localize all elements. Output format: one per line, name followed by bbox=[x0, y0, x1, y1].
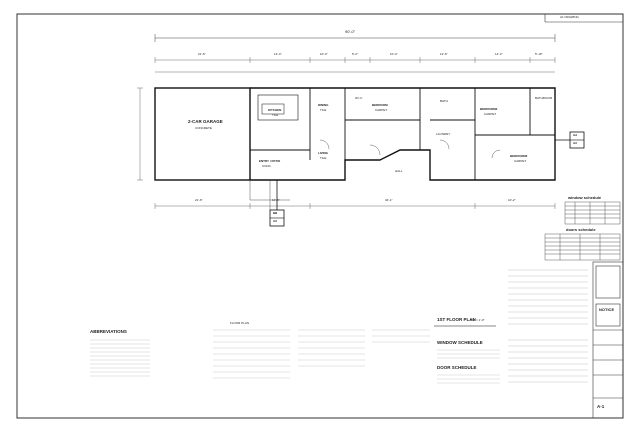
room-entry: ENTRY / PATIO bbox=[259, 159, 281, 163]
room-kitchen-floor: TILE bbox=[272, 113, 279, 117]
dim-top-1: 21'-6" bbox=[198, 52, 206, 56]
section-aa-bottom: A3 bbox=[573, 141, 577, 145]
door-swings bbox=[319, 139, 501, 159]
section-bb-bottom: A3 bbox=[273, 219, 277, 223]
room-laundry: LAUNDRY bbox=[436, 132, 451, 136]
dim-top-6: 12'-6" bbox=[440, 52, 448, 56]
room-living: LIVING bbox=[318, 151, 329, 155]
dim-top-7: 14'-4" bbox=[495, 52, 503, 56]
room-bedroom1-floor: CARPET bbox=[375, 108, 388, 112]
room-bedroom2: BEDROOM2 bbox=[480, 107, 498, 111]
room-bedroom3: BEDROOM3 bbox=[510, 154, 528, 158]
dim-bottom-3: 34'-1" bbox=[385, 198, 393, 202]
floor-plan-notes-lines bbox=[213, 329, 430, 379]
sheet-number: A-1 bbox=[597, 404, 605, 409]
dim-top-5: 10'-4" bbox=[390, 52, 398, 56]
room-hall: HALL bbox=[395, 169, 403, 173]
top-dimension-segments bbox=[154, 57, 556, 73]
room-bedroom1: BEDROOM bbox=[372, 103, 388, 107]
sheet-border bbox=[16, 13, 624, 419]
room-bathroom: BATHROOM bbox=[535, 96, 553, 100]
room-garage: 2-CAR GARAGE bbox=[188, 119, 223, 124]
dim-top-8: 5'-10" bbox=[535, 52, 543, 56]
abbreviations-lines bbox=[90, 339, 150, 377]
doors-schedule-table bbox=[544, 233, 621, 261]
dim-top-4: 5'-2" bbox=[352, 52, 358, 56]
room-living-floor: TILE bbox=[320, 156, 327, 160]
title-block bbox=[592, 261, 624, 419]
section-marker-aa bbox=[555, 131, 585, 149]
walkway bbox=[249, 180, 290, 210]
room-dining-floor: TILE bbox=[320, 108, 327, 112]
section-marker-bb bbox=[269, 180, 285, 227]
general-notes-lines bbox=[508, 269, 588, 383]
window-schedule-title: window schedule bbox=[568, 195, 602, 200]
dim-bottom-4: 10'-2" bbox=[508, 198, 516, 202]
section-aa-top: AA bbox=[573, 133, 578, 137]
floor-plan-small-label: FLOOR PLAN bbox=[230, 321, 250, 325]
overall-dimension: 90'-0" bbox=[345, 29, 356, 34]
room-bedroom3-floor: CARPET bbox=[514, 159, 527, 163]
room-entry-floor: CONC. bbox=[262, 164, 272, 168]
room-dining: DINING bbox=[318, 103, 329, 107]
window-schedule-heading: WINDOW SCHEDULE bbox=[437, 340, 483, 345]
floor-plan-scale: 1/4" = 1'-0" bbox=[470, 318, 485, 322]
room-kitchen: KITCHEN bbox=[268, 108, 282, 112]
abbreviations-heading: ABBREVIATIONS bbox=[90, 329, 127, 334]
door-schedule-heading: DOOR SCHEDULE bbox=[437, 365, 477, 370]
bottom-dimension-line bbox=[154, 203, 556, 209]
notice-label: NOTICE bbox=[599, 307, 615, 312]
room-bath: BATH bbox=[440, 99, 448, 103]
dim-top-2: 14'-4" bbox=[274, 52, 282, 56]
section-bb-top: BB bbox=[273, 211, 278, 215]
room-garage-floor: CONCRETE bbox=[195, 126, 212, 130]
left-dimension-line bbox=[137, 87, 143, 181]
window-schedule-table bbox=[564, 201, 621, 225]
dim-top-3: 10'-4" bbox=[320, 52, 328, 56]
room-closet: W.I.C. bbox=[355, 96, 364, 100]
floor-plan-title: 1ST FLOOR PLAN bbox=[437, 317, 476, 322]
overall-dimension-line bbox=[154, 34, 556, 42]
doors-schedule-title: doors schedule bbox=[566, 227, 596, 232]
dim-bottom-2: 14'-4" bbox=[272, 198, 280, 202]
room-bedroom2-floor: CARPET bbox=[484, 112, 497, 116]
dim-bottom-1: 21'-6" bbox=[195, 198, 203, 202]
header-tag: A1 DRAWING bbox=[560, 15, 579, 19]
schedule-note-lines bbox=[437, 349, 500, 384]
building-outline bbox=[154, 87, 556, 181]
